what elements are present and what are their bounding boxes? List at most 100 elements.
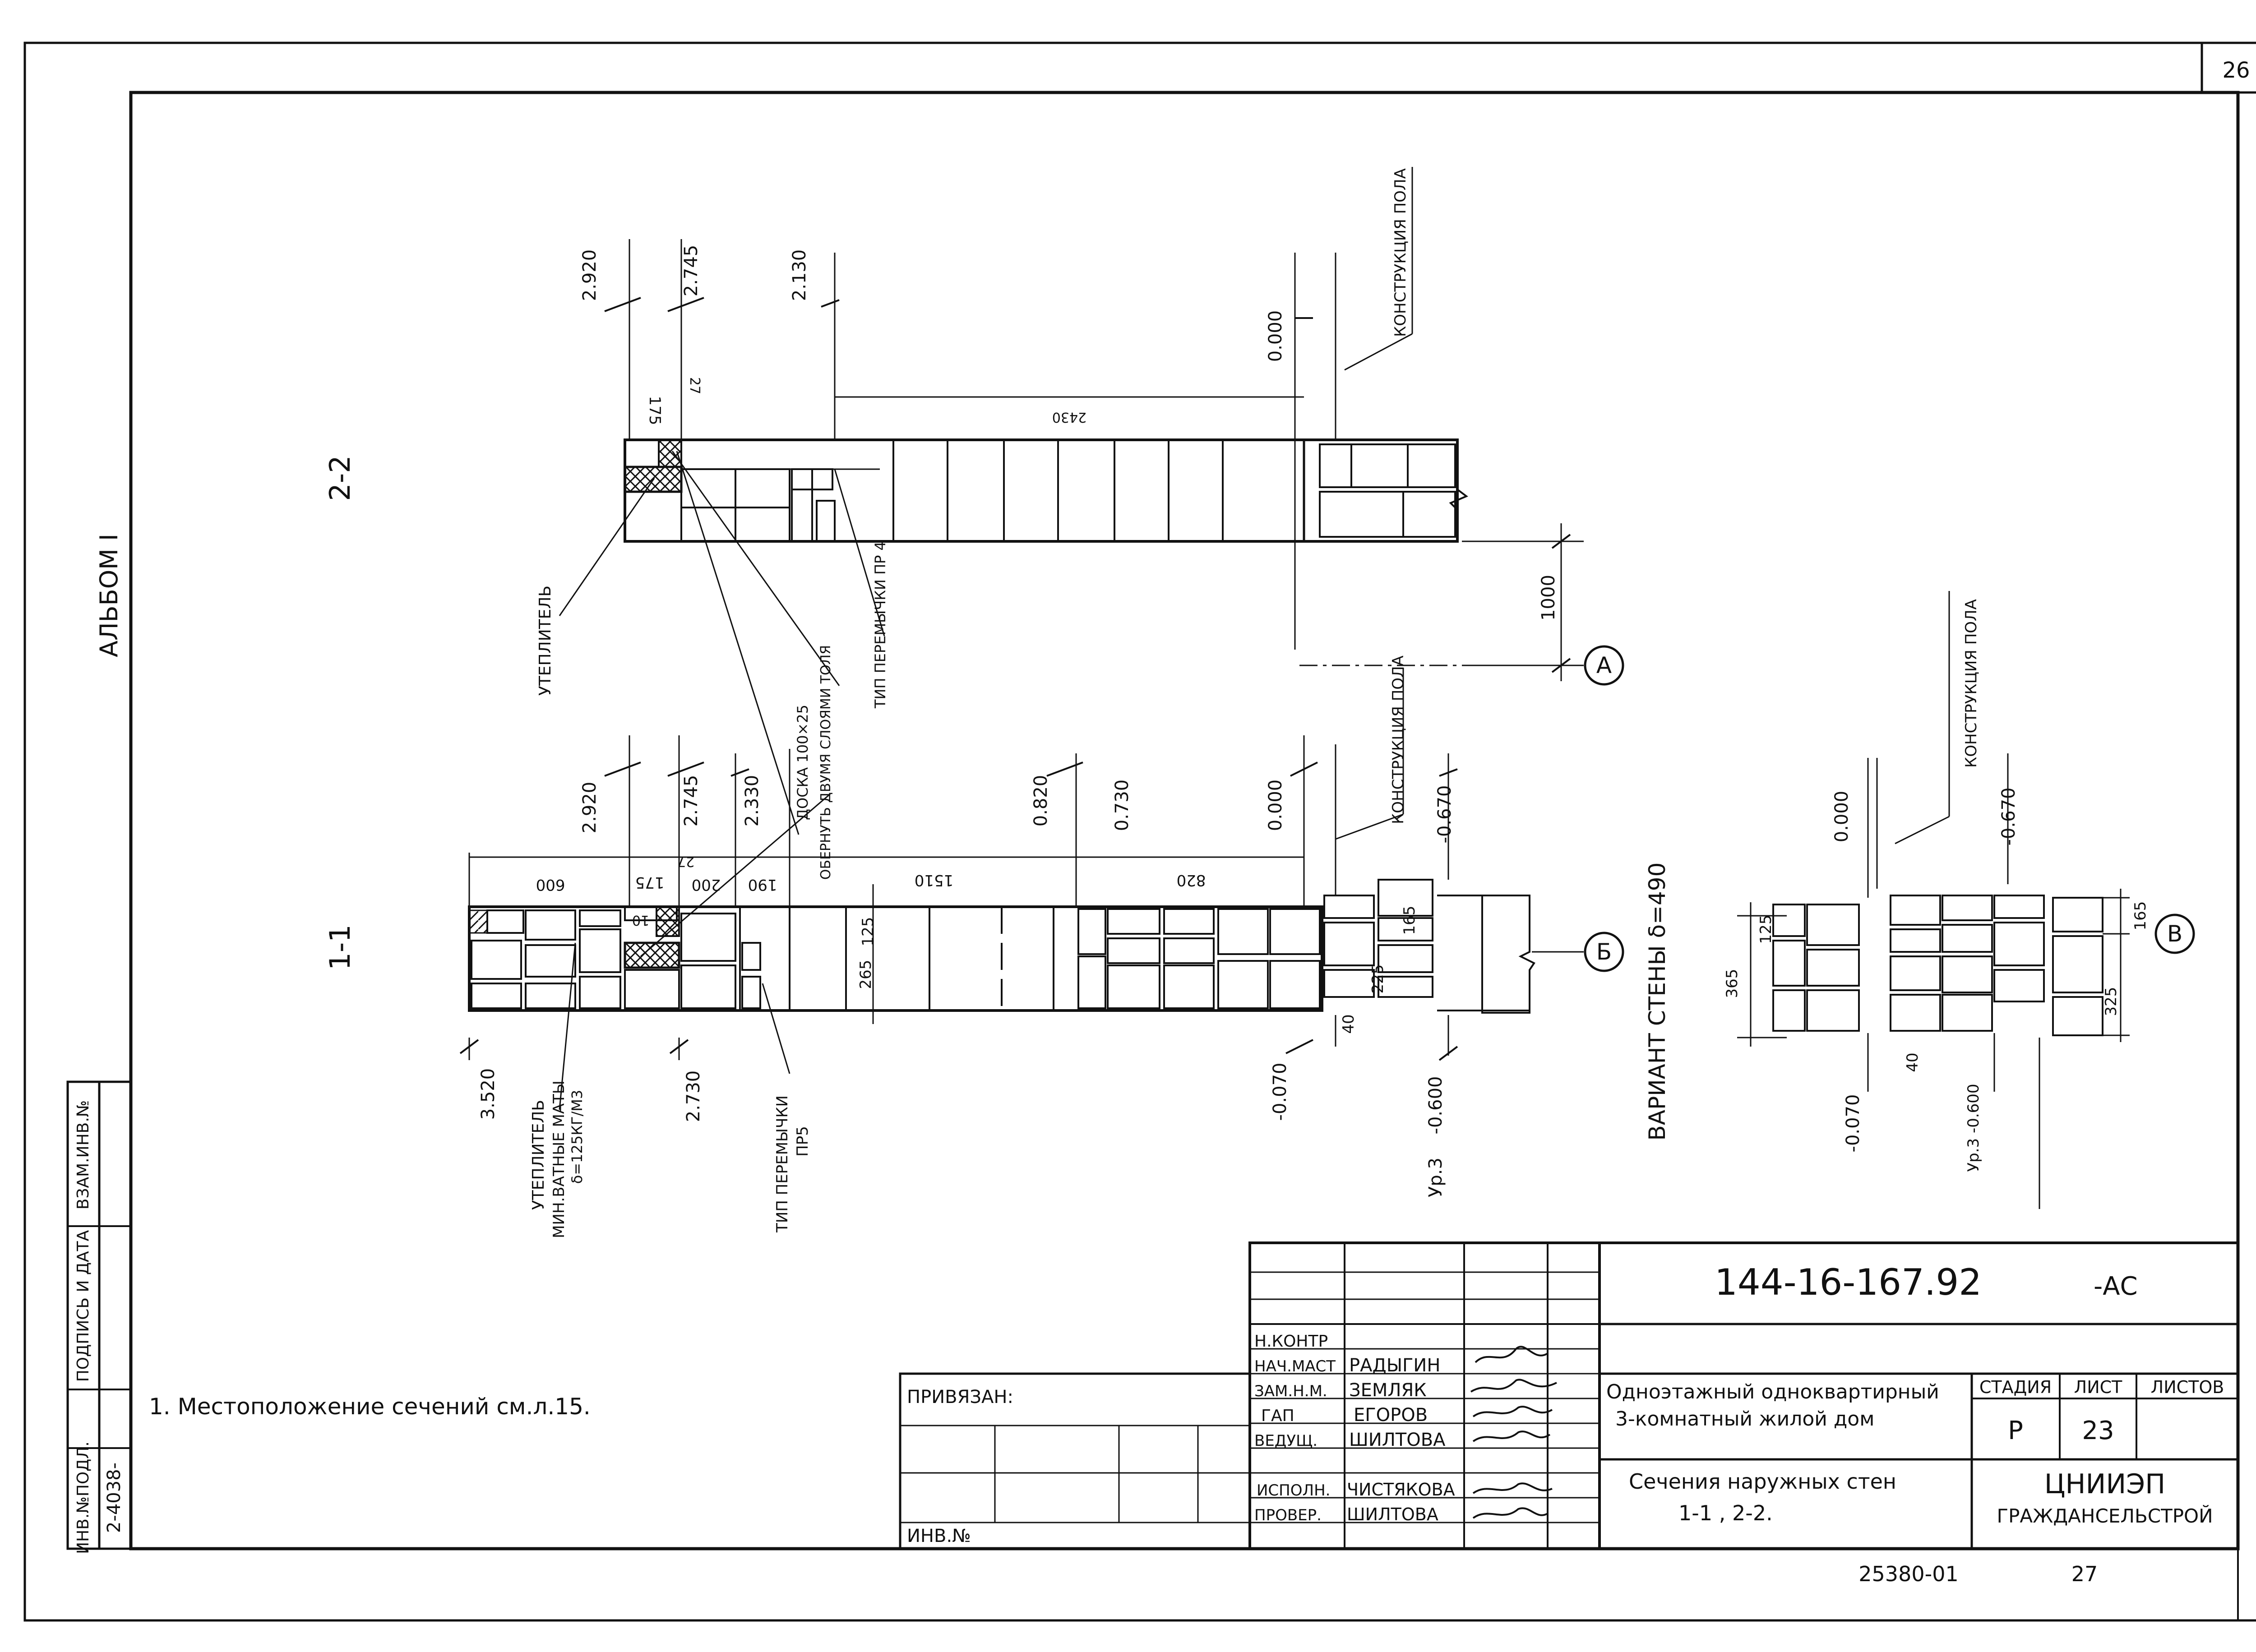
- album-label: АЛЬБОМ I: [95, 534, 123, 657]
- var-dim-40: 40: [1904, 1052, 1922, 1072]
- section-1-1-dims: [459, 735, 1624, 1061]
- s11-label-board1: ДОСКА 100×25: [794, 705, 811, 820]
- s11-level: Ур.3: [1425, 1158, 1446, 1197]
- general-note: 1. Местоположение сечений см.л.15.: [149, 1394, 591, 1420]
- s11-lintel1: ТИП ПЕРЕМЫЧКИ: [773, 1095, 791, 1233]
- s11-dim-10: 10: [632, 912, 649, 928]
- s11-dim-bot2: 2.730: [683, 1071, 704, 1122]
- s22-label-lintel: ТИП ПЕРЕМЫЧКИ ПР 4: [872, 541, 889, 709]
- s11-label-board2: ОБЕРНУТЬ ДВУМЯ СЛОЯМИ ТОЛЯ: [818, 645, 834, 880]
- org-line2: ГРАЖДАНСЕЛЬСТРОЙ: [1997, 1504, 2213, 1527]
- var-dim-125: 125: [1757, 915, 1775, 944]
- section-1-1-wall: [468, 879, 1535, 1024]
- role-1: НАЧ.МАСТ: [1254, 1357, 1336, 1375]
- sheet-title-line2: 1-1 , 2-2.: [1678, 1501, 1773, 1525]
- footer-num: 27: [2071, 1562, 2098, 1586]
- sheet-no-value: 23: [2082, 1416, 2114, 1445]
- org-line1: ЦНИИЭП: [2044, 1468, 2165, 1500]
- project-line2: 3-комнатный жилой дом: [1615, 1407, 1874, 1431]
- s11-lintel2: ПР5: [794, 1126, 812, 1157]
- section-2-2-dims: [604, 239, 1624, 686]
- name-1: РАДЫГИН: [1349, 1355, 1440, 1376]
- s11-dim-top4: 0.820: [1031, 775, 1051, 827]
- role-0: Н.КОНТР: [1254, 1332, 1328, 1351]
- s11-dim-40: 40: [1340, 1014, 1358, 1034]
- role-4: ВЕДУЩ.: [1254, 1432, 1318, 1450]
- s11-dim-top2: 2.745: [681, 775, 702, 827]
- s22-dim-175: 175: [646, 396, 664, 425]
- s22-dim-27: 27: [687, 377, 703, 394]
- s11-dim-125: 125: [859, 917, 877, 946]
- signatures: [1470, 1346, 1557, 1519]
- s11-dim-265: 265: [857, 960, 875, 989]
- stamp-col1: ИНВ.№ПОДЛ.: [74, 1441, 92, 1554]
- s11-dim-top3: 2.330: [742, 775, 763, 827]
- footer-code: 25380-01: [1858, 1562, 1958, 1586]
- name-7: ШИЛТОВА: [1347, 1504, 1438, 1524]
- section-2-2-wall: [624, 438, 1468, 543]
- s11-floor: КОНСТРУКЦИЯ ПОЛА: [1389, 655, 1407, 824]
- sheets-label: ЛИСТОВ: [2151, 1377, 2224, 1397]
- stamp-inv-value: 2-4038-: [104, 1463, 125, 1533]
- s22-dim-top1: 2.920: [579, 249, 600, 301]
- s22-label-floor: КОНСТРУКЦИЯ ПОЛА: [1392, 168, 1410, 337]
- s11-leaders: [559, 668, 1404, 1110]
- s11-dim-200: 200: [692, 876, 721, 894]
- s11-dim-190: 190: [748, 876, 777, 894]
- project-suffix: -АС: [2094, 1272, 2138, 1301]
- section-1-1-title: 1-1: [324, 924, 356, 970]
- attached-label: ПРИВЯЗАН:: [907, 1387, 1013, 1407]
- variant-wall: [1772, 895, 2103, 1036]
- s11-dim-m600: -0.600: [1425, 1076, 1446, 1135]
- s11-axis-label: Б: [1596, 939, 1612, 965]
- sheet-title-line1: Сечения наружных стен: [1629, 1469, 1896, 1494]
- name-4: ШИЛТОВА: [1349, 1430, 1446, 1450]
- var-dim-365: 365: [1723, 969, 1741, 998]
- var-dim-level: Ур.3 -0.600: [1965, 1084, 1983, 1172]
- s22-leaders: [559, 167, 1413, 835]
- role-3: ГАП: [1261, 1407, 1294, 1425]
- name-2: ЗЕМЛЯК: [1349, 1380, 1427, 1401]
- s22-dim-zero: 0.000: [1265, 310, 1286, 362]
- var-dim-zero: 0.000: [1831, 791, 1852, 843]
- s22-dim-top3: 2.130: [789, 249, 810, 301]
- s11-dim-zero: 0.000: [1265, 780, 1286, 831]
- s22-dim-2430: 2430: [1052, 409, 1086, 425]
- s11-dim-820: 820: [1177, 871, 1206, 889]
- stamp-col3: ВЗАМ.ИНВ.№: [74, 1100, 92, 1210]
- stage-label: СТАДИЯ: [1979, 1377, 2052, 1397]
- project-line1: Одноэтажный одноквартирный: [1606, 1380, 1939, 1403]
- name-6: ЧИСТЯКОВА: [1347, 1480, 1455, 1500]
- var-floor: КОНСТРУКЦИЯ ПОЛА: [1962, 599, 1980, 768]
- s22-axis-label: А: [1596, 652, 1612, 678]
- var-dim-m070: -0.070: [1843, 1094, 1863, 1153]
- s22-dim-1000: 1000: [1538, 575, 1559, 621]
- var-axis-label: В: [2167, 921, 2182, 947]
- s11-dim-175: 175: [635, 873, 665, 891]
- inv-no-label: ИНВ.№: [907, 1526, 971, 1546]
- s11-dim-1510: 1510: [915, 871, 954, 889]
- s11-dim-bot1: 3.520: [478, 1068, 499, 1120]
- s11-insulation1: УТЕПЛИТЕЛЬ: [529, 1100, 548, 1210]
- s11-insulation2: МИН.ВАТНЫЕ МАТЫ: [550, 1080, 568, 1238]
- title-block-grid: [899, 1241, 2239, 1550]
- s11-dim-27: 27: [677, 854, 694, 869]
- s11-dim-top5: 0.730: [1112, 780, 1133, 831]
- s11-dim-m670: -0.670: [1434, 785, 1455, 844]
- s11-dim-165: 165: [1401, 906, 1419, 935]
- s11-dim-top1: 2.920: [579, 782, 600, 834]
- variant-title: ВАРИАНТ СТЕНЫ δ=490: [1644, 863, 1670, 1141]
- s11-dim-600: 600: [536, 876, 565, 894]
- section-2-2-title: 2-2: [324, 455, 356, 501]
- project-code: 144-16-167.92: [1715, 1261, 1982, 1303]
- role-2: ЗАМ.Н.М.: [1254, 1382, 1327, 1400]
- s22-label-insulation: УТЕПЛИТЕЛЬ: [536, 586, 555, 696]
- stage-value: Р: [2008, 1416, 2023, 1445]
- s22-dim-top2: 2.745: [681, 245, 702, 297]
- name-3: ЕГОРОВ: [1354, 1405, 1428, 1426]
- role-6: ИСПОЛН.: [1257, 1481, 1330, 1500]
- s11-dim-225: 225: [1369, 964, 1387, 994]
- variant-dims: [1737, 591, 2195, 1209]
- role-7: ПРОВЕР.: [1254, 1506, 1322, 1524]
